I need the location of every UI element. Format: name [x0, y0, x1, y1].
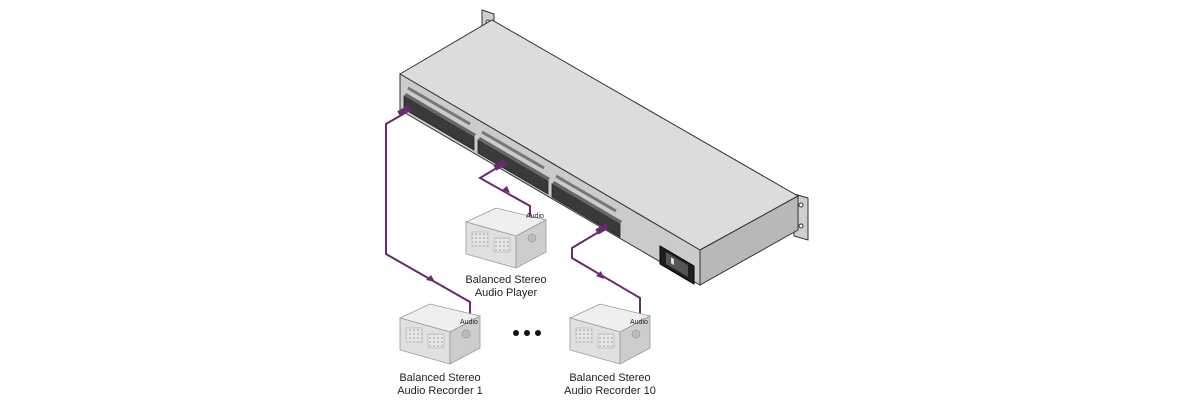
player-label-line2: Audio Player	[475, 287, 538, 299]
arrow-head	[426, 275, 435, 282]
audio-recorder-1-device: Audio	[398, 303, 482, 365]
power-inlet-icon	[659, 245, 695, 285]
arrow-head	[596, 271, 604, 279]
terminal-block-group-1	[403, 93, 476, 151]
recorder10-label-line2: Audio Recorder 10	[564, 385, 656, 397]
recorder1-label-line2: Audio Recorder 1	[397, 385, 483, 397]
cable-plugs	[397, 105, 609, 235]
audio-device-icon	[568, 303, 652, 365]
audio-recorder-10-device: Audio	[568, 303, 652, 365]
cable-to-recorder-10	[571, 229, 641, 316]
audio-device-icon	[398, 303, 482, 365]
panel-label-strip	[555, 174, 617, 213]
device-tag: Audio	[630, 319, 648, 326]
panel-label-strip	[481, 130, 545, 170]
player-label-line1: Balanced Stereo	[465, 274, 546, 286]
terminal-block-group-2	[477, 137, 550, 195]
rack-ear-hole	[798, 223, 804, 229]
cable-to-player	[478, 165, 531, 220]
audio-device-icon	[464, 207, 548, 269]
chassis-side	[699, 195, 799, 286]
ellipsis-dots	[513, 330, 541, 336]
recorder1-label-line1: Balanced Stereo	[399, 372, 480, 384]
audio-player-device: Audio	[464, 207, 548, 269]
terminal-block-group-3	[551, 181, 622, 238]
device-tag: Audio	[526, 213, 544, 220]
rack-ear-hole	[798, 202, 804, 208]
rack-unit	[399, 9, 809, 286]
device-tag: Audio	[460, 319, 478, 326]
cable-to-recorder-1	[385, 112, 471, 316]
signal-arrows	[426, 186, 604, 282]
audio-cables	[385, 112, 641, 316]
panel-label-strip	[407, 86, 471, 126]
recorder10-label-line1: Balanced Stereo	[569, 372, 650, 384]
arrow-head	[502, 186, 510, 193]
